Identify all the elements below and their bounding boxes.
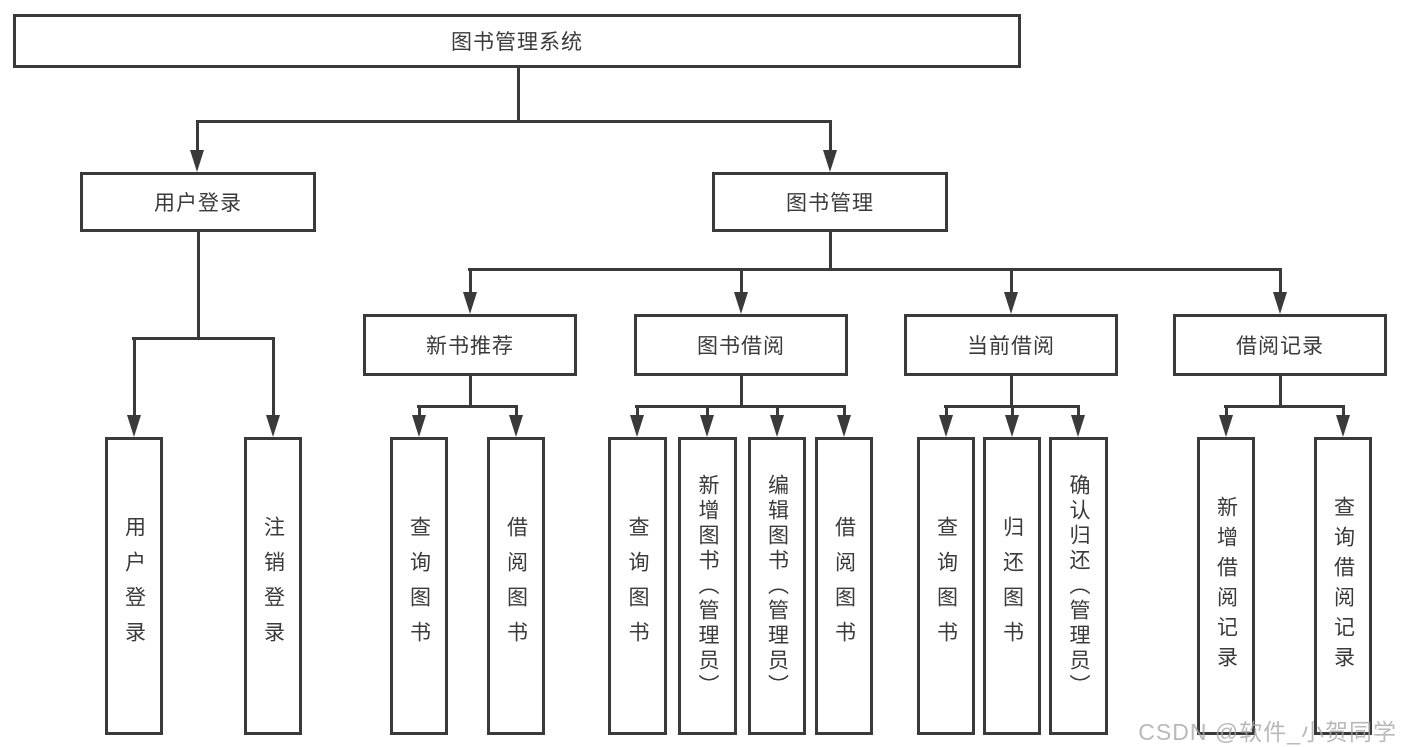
node-root: 图书管理系统 [13,14,1021,68]
connector-line [132,337,275,340]
leaf-logout: 注销登录 [244,437,302,735]
node-current-borrow: 当前借阅 [904,314,1118,376]
leaf-br-query-record: 查询借阅记录 [1314,437,1372,735]
connector-line [468,268,1282,271]
connector-line [1224,405,1345,408]
node-label: 图书管理 [786,192,874,215]
connector-line [1010,375,1013,408]
node-label: 确认归还（管理员） [1067,473,1090,699]
leaf-nbr-borrow-book: 借阅图书 [487,437,545,735]
connector-line [196,120,832,123]
node-label: 图书管理系统 [451,31,583,54]
arrow-down-icon [630,405,644,437]
arrow-down-icon [700,405,714,437]
arrow-down-icon [127,337,141,437]
leaf-bb-edit-book: 编辑图书（管理员） [748,437,806,735]
leaf-bb-borrow-book: 借阅图书 [815,437,873,735]
connector-line [740,375,743,408]
node-label: 新增图书（管理员） [696,473,719,699]
node-label: 当前借阅 [967,335,1055,358]
arrow-down-icon [463,268,477,314]
node-label: 编辑图书（管理员） [765,473,789,699]
connector-line [197,231,200,340]
connector-line [517,67,520,122]
arrow-down-icon [837,405,851,437]
node-label: 查询借阅记录 [1331,496,1355,676]
node-new-book-rec: 新书推荐 [363,314,577,376]
node-borrow-record: 借阅记录 [1173,314,1387,376]
node-label: 图书借阅 [697,335,785,358]
arrow-down-icon [1336,405,1350,437]
connector-line [469,375,472,408]
node-label: 新书推荐 [426,335,514,358]
leaf-br-add-record: 新增借阅记录 [1197,437,1255,735]
node-label: 用户登录 [154,192,242,215]
watermark: CSDN @软件_小贺同学 [1138,719,1397,745]
node-label: 查询图书 [407,516,431,656]
node-book-mgmt-branch: 图书管理 [712,172,948,232]
arrow-down-icon [266,337,280,437]
node-label: 查询图书 [934,516,958,656]
connector-line [417,405,518,408]
node-label: 借阅图书 [504,516,528,656]
arrow-down-icon [1071,405,1085,437]
arrow-down-icon [509,405,523,437]
leaf-cb-query-book: 查询图书 [917,437,975,735]
node-label: 借阅记录 [1236,335,1324,358]
arrow-down-icon [770,405,784,437]
node-label: 新增借阅记录 [1214,496,1238,676]
arrow-down-icon [823,120,837,172]
node-label: 借阅图书 [832,516,856,656]
arrow-down-icon [190,120,204,172]
leaf-user-login: 用户登录 [105,437,163,735]
leaf-nbr-query-book: 查询图书 [390,437,448,735]
node-label: 归还图书 [1000,516,1024,656]
arrow-down-icon [734,268,748,314]
node-label: 查询图书 [626,516,649,656]
arrow-down-icon [412,405,426,437]
arrow-down-icon [1273,268,1287,314]
arrow-down-icon [1004,268,1018,314]
node-book-borrow: 图书借阅 [634,314,848,376]
node-label: 用户登录 [122,516,146,656]
connector-line [635,405,846,408]
leaf-bb-add-book: 新增图书（管理员） [678,437,737,735]
node-label: 注销登录 [261,516,285,656]
leaf-cb-confirm-return: 确认归还（管理员） [1049,437,1108,735]
arrow-down-icon [1005,405,1019,437]
arrow-down-icon [1219,405,1233,437]
leaf-bb-query-book: 查询图书 [608,437,667,735]
connector-line [1279,375,1282,408]
connector-line [829,231,832,271]
node-user-login-branch: 用户登录 [80,172,316,232]
arrow-down-icon [939,405,953,437]
leaf-cb-return-book: 归还图书 [983,437,1041,735]
